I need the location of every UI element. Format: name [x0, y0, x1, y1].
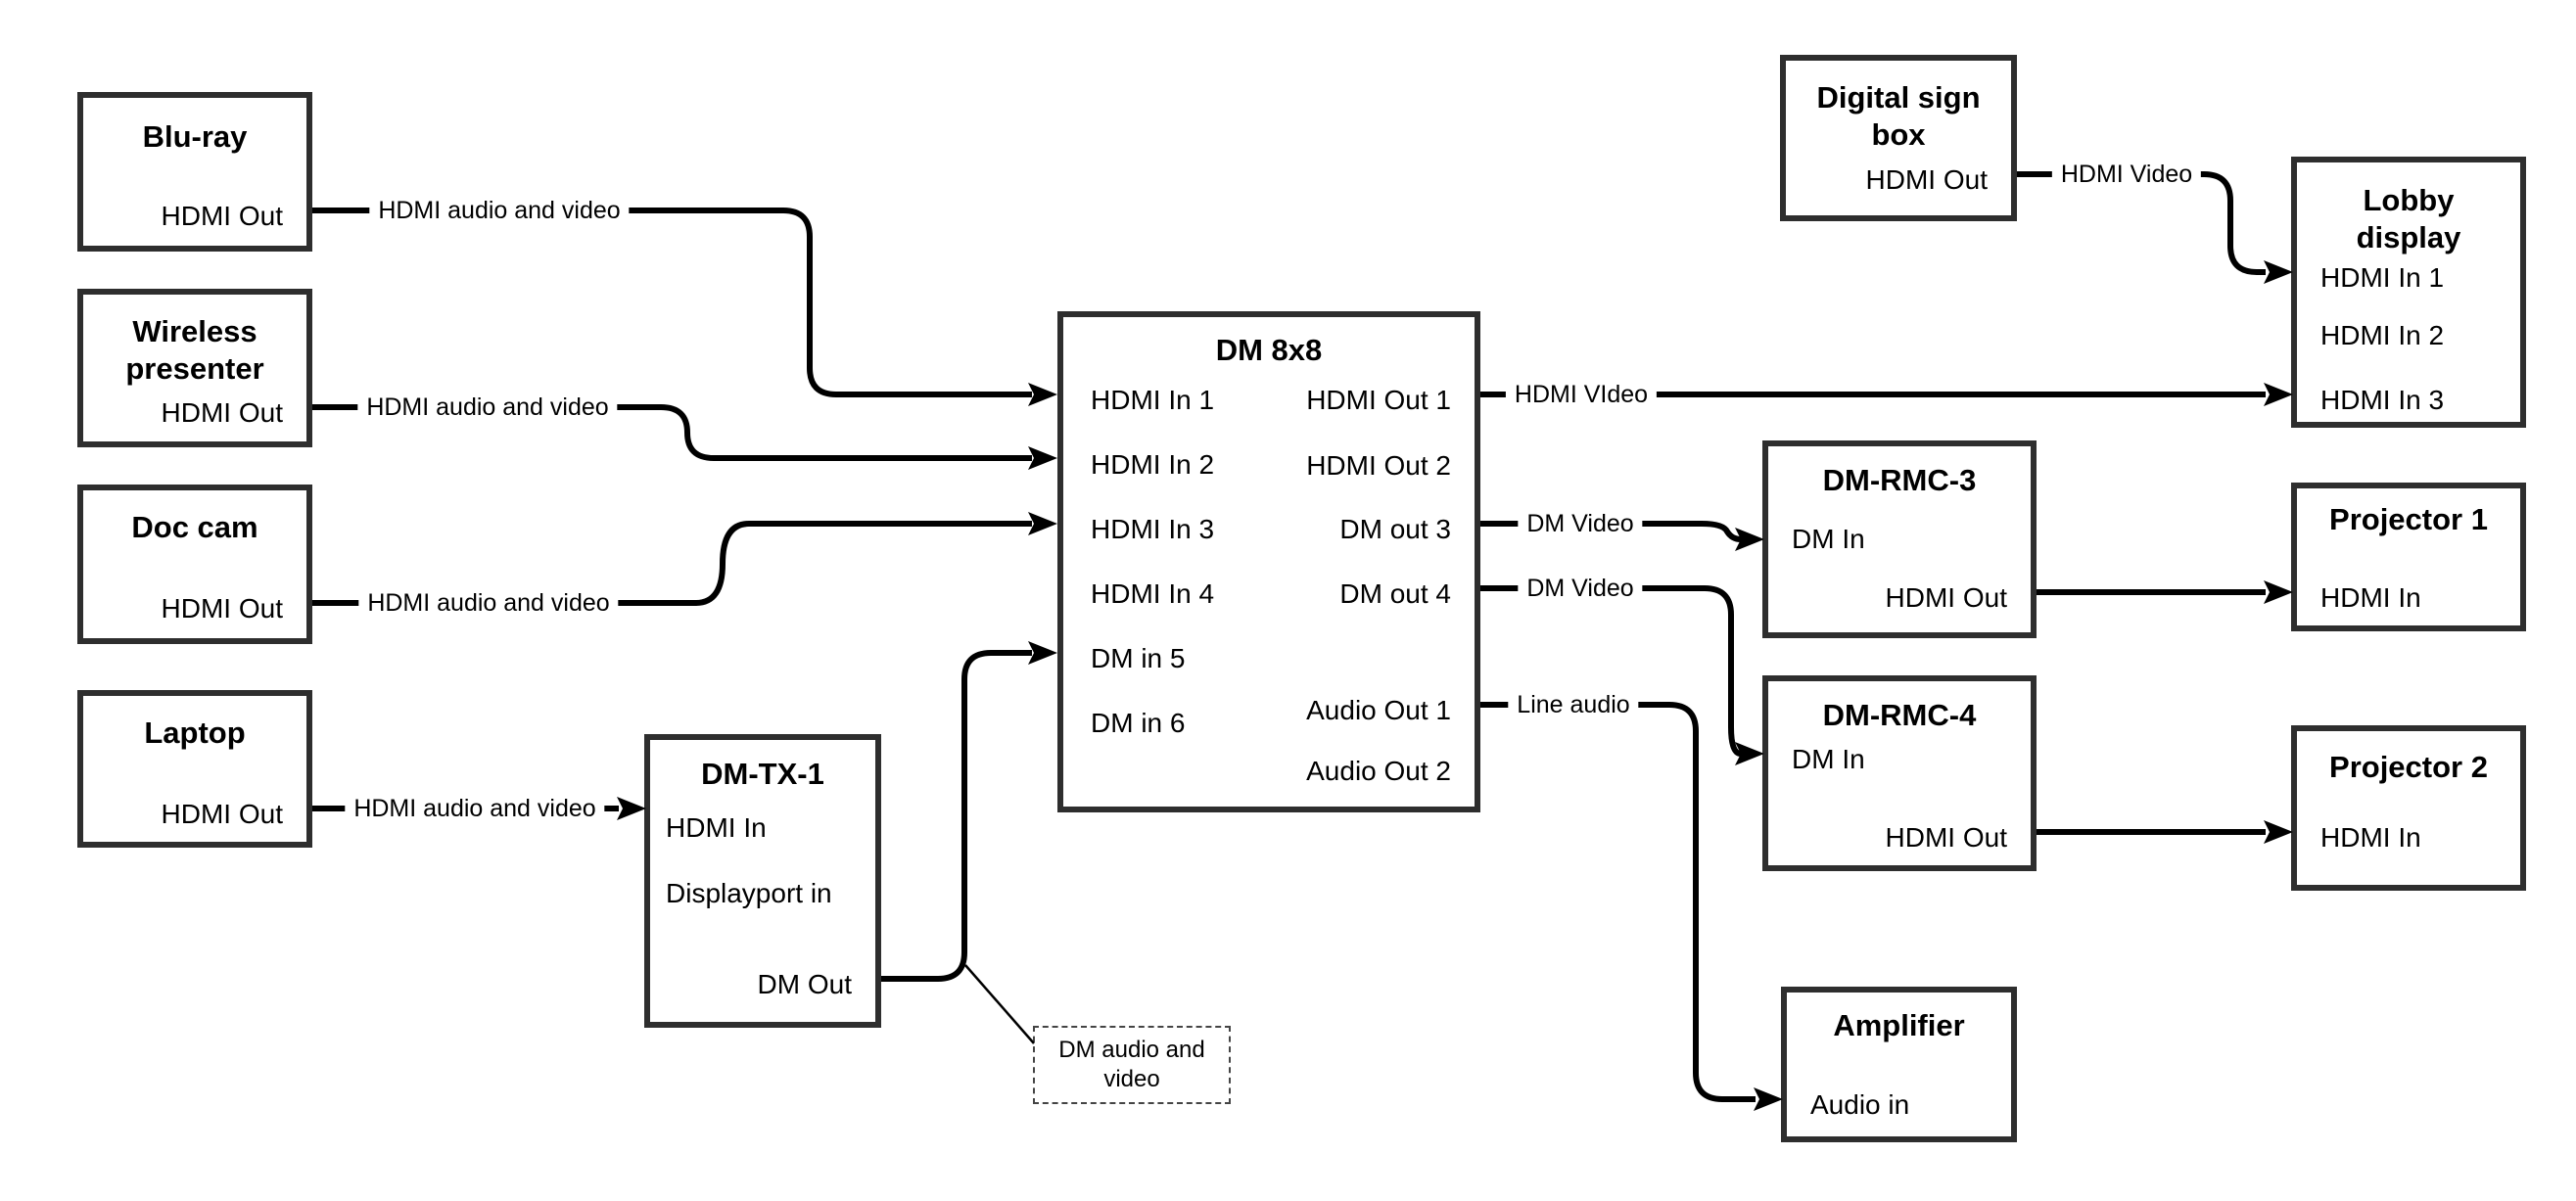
port-dm-in: DM In — [1792, 744, 1865, 774]
callout-leader-line — [964, 964, 1035, 1044]
wire-label-hdmi-video: HDMI VIdeo — [1505, 380, 1658, 409]
node-title: Lobby — [2363, 183, 2455, 217]
node-title: DM-RMC-4 — [1822, 698, 1977, 732]
node-title-line2: box — [1871, 117, 1926, 152]
wire-digital-sign-to-lobby-in1 — [2017, 171, 2266, 275]
wire-label-hdmi-av: HDMI audio and video — [358, 588, 619, 618]
port-hdmi-out: HDMI Out — [161, 799, 283, 829]
wire-label-line-audio: Line audio — [1508, 690, 1639, 719]
port-dm-in-6: DM in 6 — [1091, 708, 1186, 738]
wire-label-hdmi-av: HDMI audio and video — [369, 196, 630, 225]
node-title: Projector 2 — [2329, 750, 2488, 784]
node-dm-rmc-4: DM-RMC-4 DM In HDMI Out — [1762, 675, 2037, 871]
port-hdmi-in-1: HDMI In 1 — [1091, 385, 1215, 415]
node-title: Doc cam — [131, 510, 258, 544]
wire-label-dm-video: DM Video — [1518, 509, 1643, 538]
wire-bluray-to-hdmi-in-1 — [312, 208, 1032, 397]
node-lobby-display: Lobby display HDMI In 1 HDMI In 2 HDMI I… — [2291, 157, 2526, 428]
node-title: Projector 1 — [2329, 502, 2488, 536]
port-hdmi-in: HDMI In — [2320, 822, 2421, 853]
port-dm-out-3: DM out 3 — [1339, 514, 1451, 544]
port-hdmi-out: HDMI Out — [1885, 822, 2007, 853]
arrowhead-lobby-in-1 — [2264, 260, 2293, 284]
callout-dm-audio-video: DM audio and video — [1033, 1026, 1231, 1104]
arrowhead-hdmi-in-2 — [1028, 446, 1057, 470]
port-dm-in-5: DM in 5 — [1091, 643, 1186, 673]
node-projector-1: Projector 1 HDMI In — [2291, 483, 2526, 631]
node-doc-cam: Doc cam HDMI Out — [77, 485, 312, 644]
node-title: Laptop — [144, 716, 246, 750]
arrowhead-hdmi-in-3 — [1028, 512, 1057, 535]
port-audio-out-2: Audio Out 2 — [1306, 756, 1451, 786]
wire-dm-out4-to-rmc4 — [1480, 585, 1742, 757]
port-audio-in: Audio in — [1810, 1089, 1910, 1120]
arrowhead-rmc3-dm-in — [1735, 528, 1764, 551]
node-bluray: Blu-ray HDMI Out — [77, 92, 312, 252]
wire-label-dm-video: DM Video — [1518, 574, 1643, 603]
port-hdmi-out: HDMI Out — [1865, 164, 1988, 195]
node-title-line2: presenter — [125, 351, 264, 386]
port-displayport-in: Displayport in — [666, 878, 832, 908]
node-title: DM-TX-1 — [701, 757, 824, 791]
node-projector-2: Projector 2 HDMI In — [2291, 725, 2526, 891]
port-hdmi-in-4: HDMI In 4 — [1091, 578, 1215, 609]
node-wireless-presenter: Wireless presenter HDMI Out — [77, 289, 312, 447]
port-hdmi-in: HDMI In — [666, 812, 767, 843]
arrowhead-dm-in-5 — [1028, 641, 1057, 665]
arrowhead-hdmi-in-1 — [1028, 383, 1057, 406]
node-dm-tx-1: DM-TX-1 HDMI In Displayport in DM Out — [644, 734, 881, 1028]
wire-label-hdmi-video: HDMI Video — [2051, 160, 2202, 189]
node-dm-8x8: DM 8x8 HDMI In 1 HDMI In 2 HDMI In 3 HDM… — [1057, 311, 1480, 812]
wire-label-hdmi-av: HDMI audio and video — [357, 393, 618, 422]
node-title: Blu-ray — [142, 119, 248, 154]
node-laptop: Laptop HDMI Out — [77, 690, 312, 848]
wire-label-hdmi-av: HDMI audio and video — [345, 794, 605, 823]
port-dm-out: DM Out — [757, 969, 852, 999]
node-title: Digital sign — [1816, 80, 1981, 115]
port-hdmi-out-2: HDMI Out 2 — [1306, 450, 1451, 481]
arrowhead-rmc4-dm-in — [1735, 742, 1764, 765]
node-title: DM 8x8 — [1215, 333, 1323, 367]
node-digital-sign-box: Digital sign box HDMI Out — [1780, 55, 2017, 221]
node-title-line2: display — [2356, 220, 2461, 254]
wire-dmtx1-to-dm-in-5 — [881, 650, 1032, 982]
port-dm-in: DM In — [1792, 524, 1865, 554]
node-amplifier: Amplifier Audio in — [1781, 987, 2017, 1142]
node-title: DM-RMC-3 — [1822, 463, 1977, 497]
port-hdmi-out: HDMI Out — [161, 593, 283, 624]
node-title: Amplifier — [1833, 1008, 1965, 1042]
port-audio-out-1: Audio Out 1 — [1306, 695, 1451, 725]
node-title: Wireless — [132, 314, 258, 348]
node-dm-rmc-3: DM-RMC-3 DM In HDMI Out — [1762, 440, 2037, 638]
port-hdmi-out: HDMI Out — [161, 201, 283, 231]
port-hdmi-out: HDMI Out — [1885, 582, 2007, 613]
port-hdmi-out: HDMI Out — [161, 397, 283, 428]
port-hdmi-in: HDMI In — [2320, 582, 2421, 613]
port-hdmi-in-1: HDMI In 1 — [2320, 262, 2445, 293]
port-hdmi-in-2: HDMI In 2 — [2320, 320, 2445, 350]
arrowhead-projector2-hdmi-in — [2264, 820, 2293, 844]
port-hdmi-out-1: HDMI Out 1 — [1306, 385, 1451, 415]
port-hdmi-in-3: HDMI In 3 — [2320, 385, 2445, 415]
port-hdmi-in-3: HDMI In 3 — [1091, 514, 1215, 544]
wire-audio-out1-to-amplifier — [1480, 702, 1756, 1102]
arrowhead-lobby-in-3 — [2264, 383, 2293, 406]
callout-text-line1: DM audio and — [1058, 1037, 1205, 1063]
arrowhead-dmtx1-hdmi-in — [617, 797, 646, 820]
callout-text-line2: video — [1103, 1066, 1160, 1092]
port-dm-out-4: DM out 4 — [1339, 578, 1451, 609]
arrowhead-amp-audio-in — [1754, 1087, 1783, 1111]
port-hdmi-in-2: HDMI In 2 — [1091, 449, 1215, 480]
arrowhead-projector1-hdmi-in — [2264, 580, 2293, 604]
